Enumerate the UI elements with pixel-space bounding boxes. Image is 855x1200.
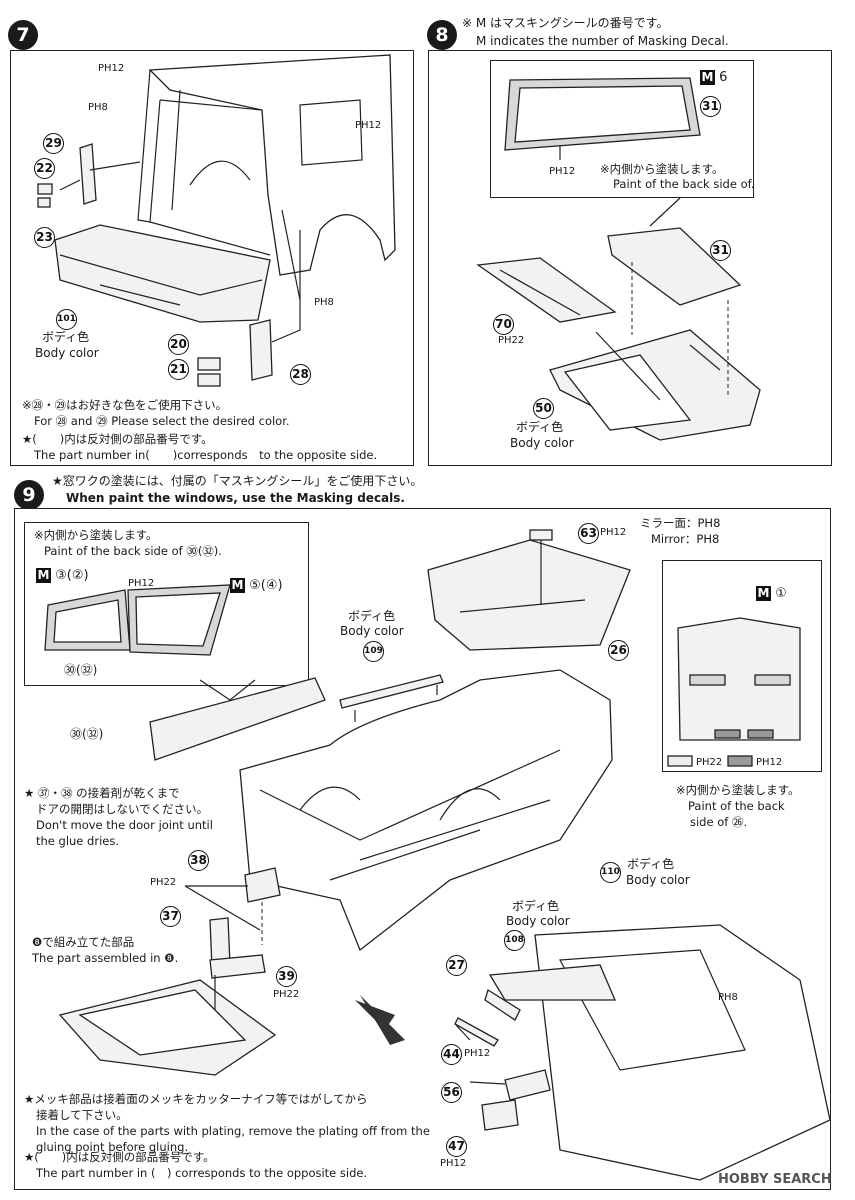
part-number: 56 [441, 1082, 462, 1103]
part-number: 20 [168, 334, 189, 355]
part-number: 28 [290, 364, 311, 385]
mask-note-en: M indicates the number of Masking Decal. [476, 34, 729, 48]
masking-number: ⑤(④) [249, 578, 283, 593]
mirror-jp: ミラー面：PH8 [640, 516, 721, 530]
inner-paint-jp: ※内側から塗装します。 [34, 528, 158, 542]
body-color-jp: ボディ色 [516, 420, 564, 434]
masking-m3: M ③(②) [36, 568, 89, 583]
ph-label: PH8 [314, 297, 334, 308]
glue-en-1: Don't move the door joint until [36, 818, 213, 832]
part-number: 38 [188, 850, 209, 871]
masking-m-icon: M [756, 586, 771, 601]
assembled-en: The part assembled in ❽. [32, 951, 179, 965]
mask-note-jp: ※ M はマスキングシールの番号です。 [462, 16, 669, 30]
body-color-jp: ボディ色 [512, 899, 560, 913]
ph-label: PH8 [88, 102, 108, 113]
part-number: 39 [276, 966, 297, 987]
mirror-en: Mirror：PH8 [651, 532, 720, 546]
watermark: HOBBY SEARCH [718, 1172, 832, 1187]
body-color-en: Body color [340, 624, 404, 638]
part-number: 22 [34, 158, 55, 179]
part-number: 29 [43, 133, 64, 154]
masking-m1: M ① [756, 586, 787, 601]
step-8-number: 8 [427, 20, 457, 50]
part-number: 21 [168, 359, 189, 380]
part-number: 31 [700, 96, 721, 117]
step-9-header-jp: ★窓ワクの塗装には、付属の「マスキングシール」をご使用下さい。 [52, 474, 423, 488]
back26-en-1: Paint of the back [688, 799, 785, 813]
ph-label: PH12 [600, 527, 627, 538]
note-color-en: For ㉘ and ㉙ Please select the desired co… [34, 414, 290, 428]
part-number: 63 [578, 523, 599, 544]
ph-label: PH12 [98, 63, 125, 74]
part-number: 109 [363, 641, 384, 662]
masking-m-icon: M [36, 568, 51, 583]
ph-label: PH22 [498, 335, 525, 346]
back-paint-en: Paint of the back side of. [613, 177, 755, 191]
back26-jp: ※内側から塗装します。 [676, 783, 800, 797]
masking-m-icon: M [700, 70, 715, 85]
masking-m5: M ⑤(④) [230, 578, 283, 593]
ph-label: PH12 [549, 166, 576, 177]
part-number: 37 [160, 906, 181, 927]
plating-jp-2: 接着して下さい。 [36, 1108, 128, 1122]
ph-label: PH12 [355, 120, 382, 131]
masking-number: ① [775, 586, 787, 601]
part-number: 50 [533, 398, 554, 419]
ph-label: PH12 [756, 757, 783, 768]
part-number: 26 [608, 640, 629, 661]
body-color-en: Body color [506, 914, 570, 928]
glue-en-2: the glue dries. [36, 834, 119, 848]
plating-en-2: gluing point before gluing. [36, 1140, 189, 1154]
part-number: 47 [446, 1136, 467, 1157]
part-number: 101 [56, 309, 77, 330]
part-number: 110 [600, 862, 621, 883]
ph-label: PH12 [128, 578, 155, 589]
part-number: 70 [493, 314, 514, 335]
ph-label: PH12 [464, 1048, 491, 1059]
opposite-en: The part number in ( ) corresponds to th… [36, 1166, 368, 1180]
masking-m-icon: M [230, 578, 245, 593]
body-color-jp: ボディ色 [42, 330, 90, 344]
glue-jp-1: ★ ㊲・㊳ の接着剤が乾くまで [24, 786, 180, 800]
body-color-jp: ボディ色 [627, 857, 675, 871]
part-number: 108 [504, 930, 525, 951]
back-paint-jp: ※内側から塗装します。 [600, 162, 724, 176]
note-opposite-en: The part number in( )corresponds to the … [34, 448, 378, 462]
glue-jp-2: ドアの開閉はしないでください。 [36, 802, 209, 816]
note-opposite-jp: ★( )内は反対側の部品番号です。 [22, 432, 213, 446]
ph-label: PH12 [440, 1158, 467, 1169]
step-9-header-en: When paint the windows, use the Masking … [66, 491, 405, 505]
body-color-en: Body color [510, 436, 574, 450]
body-color-en: Body color [35, 346, 99, 360]
part-number: 23 [34, 227, 55, 248]
ph-label: PH8 [718, 992, 738, 1003]
part-number: 27 [446, 955, 467, 976]
masking-number: 6 [719, 70, 728, 85]
ph-label: PH22 [150, 877, 177, 888]
masking-number: ③(②) [55, 568, 89, 583]
part-number-30-32: ㉚(㉜) [64, 663, 98, 677]
part-number-30-32: ㉚(㉜) [70, 727, 104, 741]
part-number: 44 [441, 1044, 462, 1065]
opposite-jp: ★( )内は反対側の部品番号です。 [24, 1150, 215, 1164]
body-color-en: Body color [626, 873, 690, 887]
ph-label: PH22 [696, 757, 723, 768]
body-color-jp: ボディ色 [348, 609, 396, 623]
assembled-jp: ❽で組み立てた部品 [32, 935, 135, 949]
step-9-number: 9 [14, 480, 44, 510]
step-7-number: 7 [8, 20, 38, 50]
ph-label: PH22 [273, 989, 300, 1000]
note-color-jp: ※㉘・㉙はお好きな色をご使用下さい。 [22, 398, 228, 412]
masking-m6: M 6 [700, 70, 727, 85]
part-number: 31 [710, 240, 731, 261]
inner-paint-en: Paint of the back side of ㉚(㉜). [44, 544, 222, 558]
plating-jp-1: ★メッキ部品は接着面のメッキをカッターナイフ等ではがしてから [24, 1092, 368, 1106]
back26-en-2: side of ㉖. [690, 815, 748, 829]
plating-en-1: In the case of the parts with plating, r… [36, 1124, 430, 1138]
